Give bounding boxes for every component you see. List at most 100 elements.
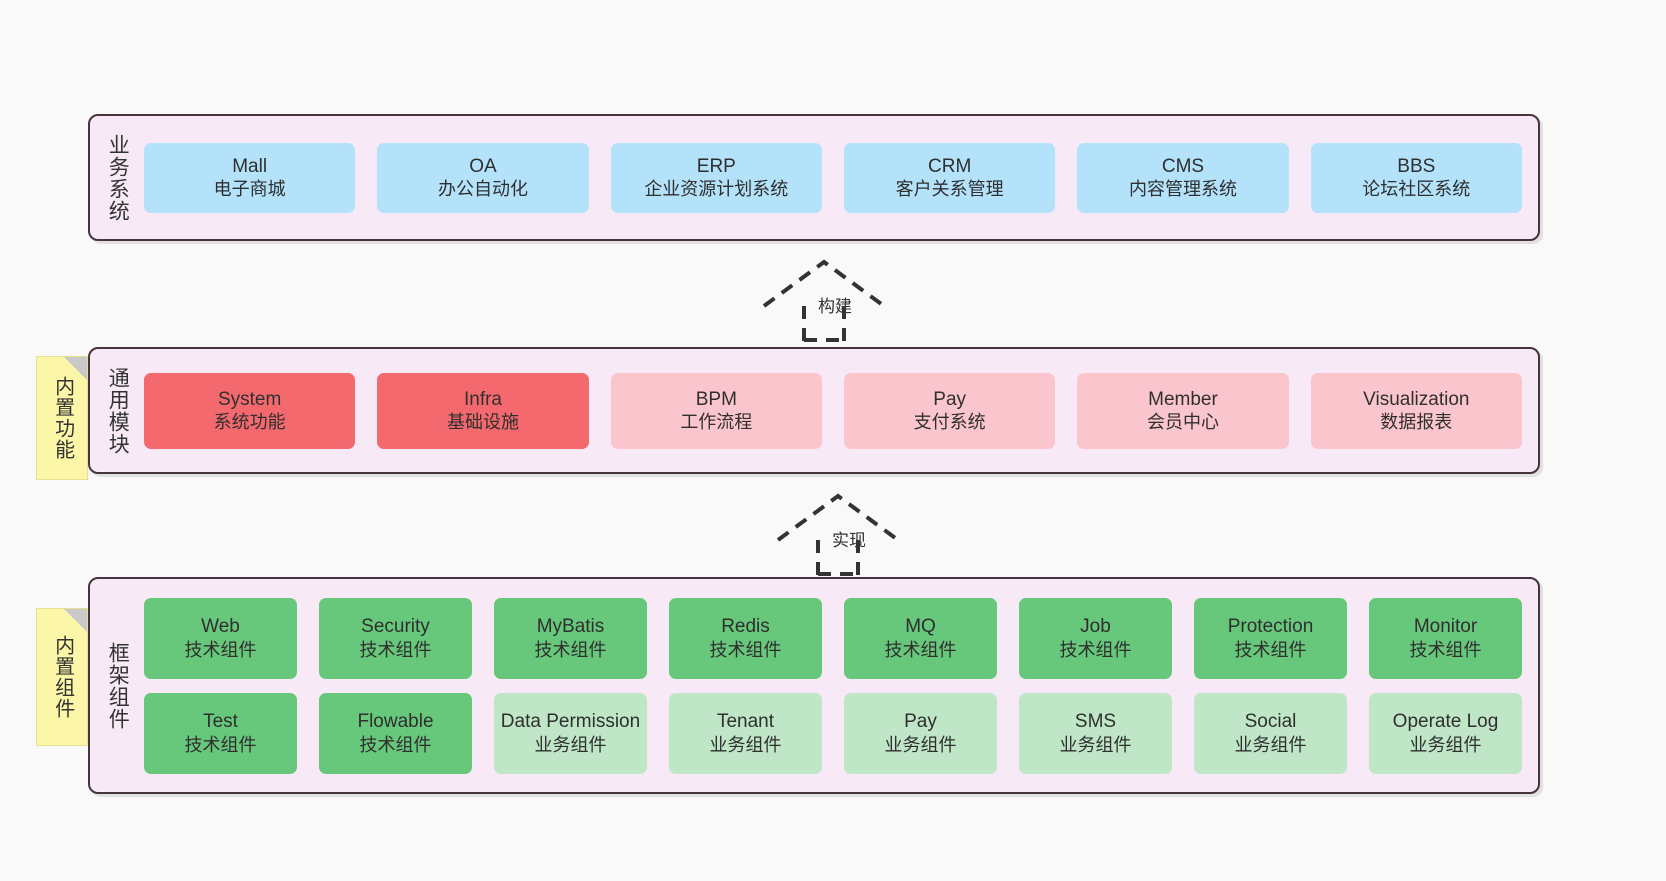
card-monitor[interactable]: Monitor 技术组件 [1369,597,1522,679]
card-subtitle: 基础设施 [446,412,519,433]
layer-framework-body: Web 技术组件 Security 技术组件 MyBatis 技术组件 Redi… [144,579,1538,792]
card-title: Social [1244,711,1297,733]
card-bbs[interactable]: BBS 论坛社区系统 [1310,142,1522,213]
card-web[interactable]: Web 技术组件 [144,597,297,679]
card-subtitle: 客户关系管理 [895,179,1004,200]
card-subtitle: 业务组件 [1234,734,1307,755]
card-job[interactable]: Job 技术组件 [1019,597,1172,679]
generalization-arrow-icon [776,493,900,576]
card-subtitle: 业务组件 [1059,734,1132,755]
note-label: 内置组件 [51,635,74,719]
card-security[interactable]: Security 技术组件 [319,597,472,679]
card-subtitle: 会员中心 [1146,412,1219,433]
note-fold-corner-icon [64,609,87,632]
card-title: Flowable [357,711,434,733]
card-title: Protection [1227,616,1314,638]
card-social[interactable]: Social 业务组件 [1194,692,1347,774]
card-infra[interactable]: Infra 基础设施 [377,372,589,449]
card-title: Monitor [1413,616,1478,638]
card-mybatis[interactable]: MyBatis 技术组件 [494,597,647,679]
card-title: Pay [933,388,967,410]
card-title: Mall [232,155,268,177]
card-subtitle: 技术组件 [184,734,257,755]
card-title: Test [203,711,238,733]
card-title: MyBatis [536,616,605,638]
generalization-arrow-icon [762,259,886,342]
card-subtitle: 技术组件 [1234,639,1307,660]
card-title: MQ [905,616,936,638]
card-title: Tenant [716,711,775,733]
card-test[interactable]: Test 技术组件 [144,692,297,774]
card-crm[interactable]: CRM 客户关系管理 [843,142,1056,213]
card-title: Member [1148,388,1218,410]
card-subtitle: 技术组件 [884,639,957,660]
connector-implement-label: 实现 [832,531,866,550]
card-title: ERP [696,155,736,177]
card-subtitle: 内容管理系统 [1128,179,1237,200]
card-title: Security [361,616,430,638]
card-pay-business[interactable]: Pay 业务组件 [844,692,997,774]
card-subtitle: 技术组件 [1409,639,1482,660]
card-sms[interactable]: SMS 业务组件 [1019,692,1172,774]
card-title: BBS [1397,155,1436,177]
card-title: OA [469,155,497,177]
card-mall[interactable]: Mall 电子商城 [144,142,356,213]
card-title: Infra [463,388,502,410]
card-tenant[interactable]: Tenant 业务组件 [669,692,822,774]
card-subtitle: 办公自动化 [437,179,528,200]
card-subtitle: 技术组件 [709,639,782,660]
card-bpm[interactable]: BPM 工作流程 [610,372,822,449]
card-title: Job [1080,616,1111,638]
card-subtitle: 业务组件 [709,734,782,755]
card-title: SMS [1074,711,1117,733]
card-oa[interactable]: OA 办公自动化 [377,142,589,213]
card-subtitle: 技术组件 [359,734,432,755]
card-erp[interactable]: ERP 企业资源计划系统 [610,142,822,213]
layer-business-body: Mall 电子商城 OA 办公自动化 ERP 企业资源计划系统 CRM 客户关系… [144,116,1538,239]
card-title: CMS [1161,155,1205,177]
card-subtitle: 支付系统 [913,412,986,433]
card-title: BPM [695,388,737,410]
card-member[interactable]: Member 会员中心 [1077,372,1289,449]
card-title: CRM [928,155,972,177]
card-subtitle: 业务组件 [884,734,957,755]
card-title: Web [201,616,240,638]
card-flowable[interactable]: Flowable 技术组件 [319,692,472,774]
card-title: Pay [904,711,937,733]
note-builtin-features: 内置功能 [36,356,88,480]
card-subtitle: 业务组件 [534,734,607,755]
layer-common-modules: 通用模块 System 系统功能 Infra 基础设施 BPM 工作流程 Pay… [88,347,1540,474]
card-subtitle: 技术组件 [1059,639,1132,660]
card-data-permission[interactable]: Data Permission 业务组件 [494,692,647,774]
connector-build-label: 构建 [818,297,852,316]
card-redis[interactable]: Redis 技术组件 [669,597,822,679]
note-label: 内置功能 [51,376,74,460]
card-subtitle: 企业资源计划系统 [644,179,789,200]
card-title: Redis [721,616,770,638]
card-cms[interactable]: CMS 内容管理系统 [1077,142,1289,213]
card-subtitle: 论坛社区系统 [1362,179,1471,200]
card-system[interactable]: System 系统功能 [144,372,356,449]
card-mq[interactable]: MQ 技术组件 [844,597,997,679]
layer-framework-components: 框架组件 Web 技术组件 Security 技术组件 MyBatis 技术组件… [88,577,1540,794]
card-title: Data Permission [500,711,641,733]
layer-business-title: 业务系统 [106,133,130,222]
card-subtitle: 业务组件 [1409,734,1482,755]
card-subtitle: 电子商城 [213,179,286,200]
framework-card-row-tech: Web 技术组件 Security 技术组件 MyBatis 技术组件 Redi… [144,597,1522,679]
card-visualization[interactable]: Visualization 数据报表 [1310,372,1522,449]
note-fold-corner-icon [64,357,87,380]
card-subtitle: 技术组件 [534,639,607,660]
card-protection[interactable]: Protection 技术组件 [1194,597,1347,679]
connector-build: 构建 [756,256,916,342]
note-builtin-components: 内置组件 [36,608,88,746]
card-operate-log[interactable]: Operate Log 业务组件 [1369,692,1522,774]
layer-common-body: System 系统功能 Infra 基础设施 BPM 工作流程 Pay 支付系统… [144,349,1538,472]
layer-common-title: 通用模块 [106,366,130,455]
card-subtitle: 系统功能 [213,412,286,433]
card-subtitle: 数据报表 [1380,412,1453,433]
card-pay[interactable]: Pay 支付系统 [843,372,1056,449]
card-title: Visualization [1363,388,1470,410]
framework-card-row-business: Test 技术组件 Flowable 技术组件 Data Permission … [144,692,1522,774]
